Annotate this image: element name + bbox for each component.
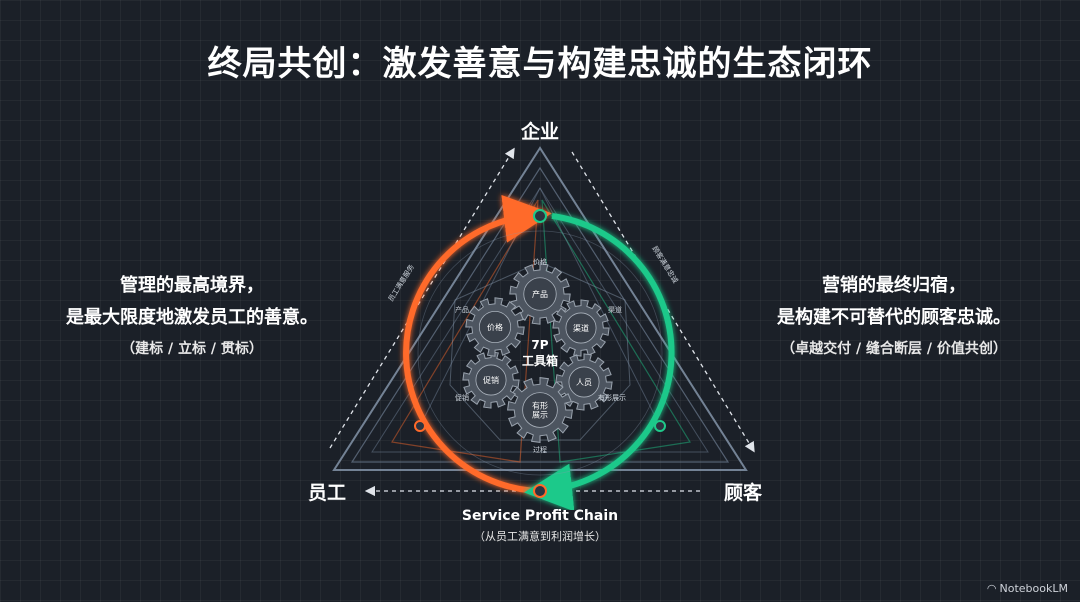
vertex-label-customer: 顾客 (724, 482, 763, 504)
gear-label: 人员 (576, 378, 592, 387)
right-line-1: 营销的最终归宿， (822, 275, 966, 296)
gear-6: 价格 (465, 297, 525, 357)
gear-2: 渠道 (552, 299, 610, 357)
green-triangle-accent (541, 199, 691, 463)
inner-triangle (371, 187, 709, 453)
gear-1: 产品 (509, 263, 571, 325)
gear-5: 促销 (462, 351, 520, 409)
gear-label: 价格 (487, 322, 503, 332)
left-subtitle: （建标 / 立标 / 贯标） (121, 341, 263, 357)
edge-label-right: 顾客满意忠诚 (650, 244, 680, 284)
gear-label: 有形 (532, 401, 548, 411)
vertex-label-employee: 员工 (308, 482, 347, 504)
gear-label: 渠道 (573, 323, 589, 333)
small-label-top: 价格 (533, 257, 547, 266)
brand-watermark: ◠NotebookLM (987, 582, 1068, 595)
orange-loop-arc (403, 194, 552, 494)
chain-subtitle: （从员工满意到利润增长） (474, 530, 606, 543)
loop-inner-ring (417, 230, 663, 476)
node-bottom (533, 484, 547, 498)
gear-4: 有形展示 (507, 377, 573, 443)
orange-triangle-accent (391, 199, 539, 463)
page-title: 终局共创：激发善意与构建忠诚的生态闭环 (207, 44, 873, 84)
gear-hub (568, 366, 600, 398)
gear-hub (478, 310, 512, 344)
small-label-upper-left: 产品 (455, 305, 469, 314)
node-right (654, 420, 666, 432)
gear-label: 产品 (532, 289, 548, 299)
small-label-upper-right: 渠道 (608, 305, 622, 314)
node-left (414, 420, 426, 432)
dashed-arrow-left-up (329, 147, 515, 449)
center-line-2: 工具箱 (522, 353, 558, 368)
service-profit-chain: Service Profit Chain （从员工满意到利润增长） (0, 508, 1080, 544)
middle-triangle (350, 166, 730, 463)
small-label-lower-right: 有形展示 (598, 393, 626, 402)
gear-label: 展示 (532, 411, 548, 420)
chain-title: Service Profit Chain (461, 508, 619, 524)
green-loop-arc (524, 213, 675, 510)
gear-hub (565, 312, 597, 344)
left-text-block: 管理的最高境界， 是最大限度地激发员工的善意。 （建标 / 立标 / 贯标） (32, 270, 352, 364)
left-line-1: 管理的最高境界， (120, 275, 264, 296)
gear-hub (522, 392, 558, 428)
node-top (533, 209, 547, 223)
gear-hub (523, 277, 557, 311)
right-text-block: 营销的最终归宿， 是构建不可替代的顾客忠诚。 （卓越交付 / 缝合断层 / 价值… (724, 270, 1064, 364)
notebooklm-logo-icon: ◠ (986, 582, 997, 595)
left-line-2: 是最大限度地激发员工的善意。 (66, 307, 318, 328)
right-line-2: 是构建不可替代的顾客忠诚。 (777, 307, 1011, 328)
dashed-arrow-right-down (571, 151, 755, 453)
center-line-1: 7P (531, 338, 548, 352)
gear-label: 促销 (483, 375, 499, 385)
vertex-label-enterprise: 企业 (520, 121, 559, 143)
right-subtitle: （卓越交付 / 缝合断层 / 价值共创） (781, 341, 1007, 357)
gear-hub (475, 364, 507, 396)
small-label-lower-left: 促销 (455, 393, 469, 402)
edge-label-left: 员工满意服务 (386, 263, 416, 303)
small-label-bottom: 过程 (533, 445, 547, 454)
brand-name: NotebookLM (999, 582, 1068, 595)
